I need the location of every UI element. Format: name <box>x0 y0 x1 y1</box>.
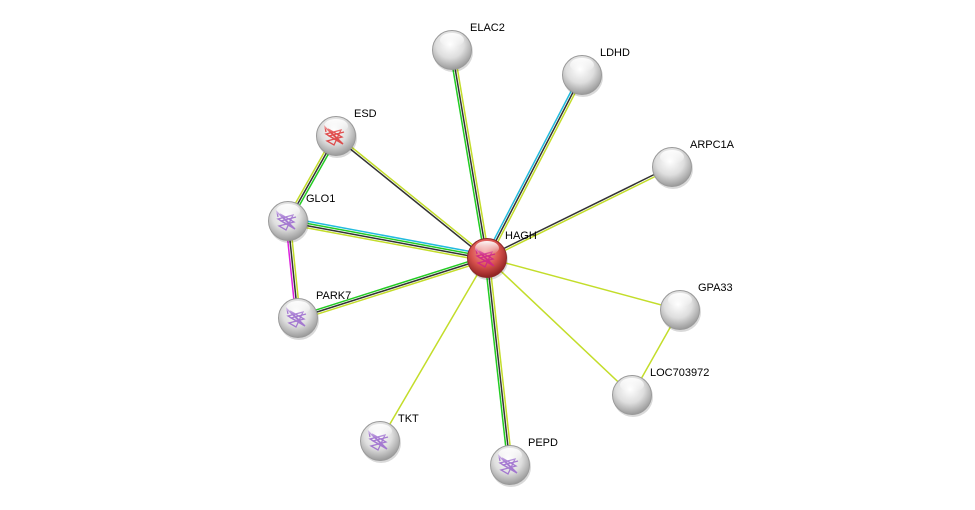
node-label: ARPC1A <box>690 139 735 151</box>
node-gpa33[interactable]: GPA33 <box>660 282 733 332</box>
edge-hagh-esd[interactable] <box>334 134 489 260</box>
edge-channel-textmining <box>488 75 585 260</box>
edge-channel-textmining <box>287 223 487 262</box>
edge-channel-coexpression <box>297 257 488 319</box>
edge-channel-textmining <box>486 257 681 311</box>
sphere-highlight <box>668 293 692 307</box>
edge-channel-coexpression <box>486 165 672 258</box>
edge-channel-coexpression <box>486 257 511 466</box>
edge-hagh-loc703972[interactable] <box>486 257 633 396</box>
protein-structure-icon <box>474 247 496 268</box>
edge-channel-database <box>484 73 581 258</box>
node-hagh[interactable]: HAGH <box>467 230 537 280</box>
node-park7[interactable]: PARK7 <box>278 290 352 340</box>
node-label: LDHD <box>600 47 630 59</box>
edge-channel-neighborhood <box>449 50 486 259</box>
protein-structure-icon <box>323 125 345 146</box>
sphere-highlight <box>440 33 464 47</box>
edges-layer <box>285 49 681 466</box>
sphere-highlight <box>368 424 392 438</box>
edge-hagh-tkt[interactable] <box>379 257 488 442</box>
edge-channel-textmining <box>379 257 488 442</box>
edge-hagh-gpa33[interactable] <box>486 257 681 311</box>
edge-channel-neighborhood <box>484 258 509 466</box>
edge-channel-textmining <box>453 49 490 258</box>
node-esd[interactable]: ESD <box>316 108 377 158</box>
sphere-highlight <box>570 58 594 72</box>
protein-structure-icon <box>285 307 307 328</box>
node-arpc1a[interactable]: ARPC1A <box>652 139 735 189</box>
edge-channel-coexpression <box>287 221 487 260</box>
node-elac2[interactable]: ELAC2 <box>432 22 505 72</box>
edge-channel-coexpression <box>486 74 583 259</box>
node-label: ESD <box>354 108 377 120</box>
node-loc703972[interactable]: LOC703972 <box>612 367 710 417</box>
edge-channel-textmining <box>298 259 488 321</box>
edge-hagh-ldhd[interactable] <box>484 73 585 260</box>
edge-channel-textmining <box>336 134 489 258</box>
node-label: ELAC2 <box>470 22 505 34</box>
edge-hagh-arpc1a[interactable] <box>486 165 673 260</box>
sphere-highlight <box>286 301 310 315</box>
sphere-highlight <box>660 150 684 164</box>
node-label: LOC703972 <box>650 367 709 379</box>
edge-hagh-elac2[interactable] <box>449 49 490 259</box>
edge-channel-textmining <box>486 257 633 396</box>
edge-hagh-glo1[interactable] <box>287 217 488 262</box>
edge-hagh-park7[interactable] <box>297 255 488 321</box>
edge-channel-database <box>288 217 488 256</box>
protein-structure-icon <box>275 210 297 231</box>
sphere-highlight <box>475 241 499 255</box>
node-label: GPA33 <box>698 282 733 294</box>
node-label: PEPD <box>528 437 558 449</box>
sphere-highlight <box>620 378 644 392</box>
protein-structure-icon <box>367 430 389 451</box>
edge-channel-coexpression <box>334 136 487 260</box>
node-ldhd[interactable]: LDHD <box>562 47 631 97</box>
edge-channel-neighborhood <box>297 255 487 317</box>
node-label: TKT <box>398 413 419 425</box>
node-glo1[interactable]: GLO1 <box>268 193 336 243</box>
node-tkt[interactable]: TKT <box>360 413 420 463</box>
node-label: HAGH <box>505 230 537 242</box>
node-label: PARK7 <box>316 290 351 302</box>
edge-channel-neighborhood <box>288 219 488 258</box>
node-pepd[interactable]: PEPD <box>490 437 559 487</box>
sphere-highlight <box>498 448 522 462</box>
node-label: GLO1 <box>306 193 335 205</box>
sphere-highlight <box>276 204 300 218</box>
edge-hagh-pepd[interactable] <box>484 257 513 466</box>
edge-channel-textmining <box>487 167 673 260</box>
sphere-highlight <box>324 119 348 133</box>
edge-channel-textmining <box>488 257 513 465</box>
edge-channel-coexpression <box>451 49 488 259</box>
protein-structure-icon <box>497 454 519 475</box>
